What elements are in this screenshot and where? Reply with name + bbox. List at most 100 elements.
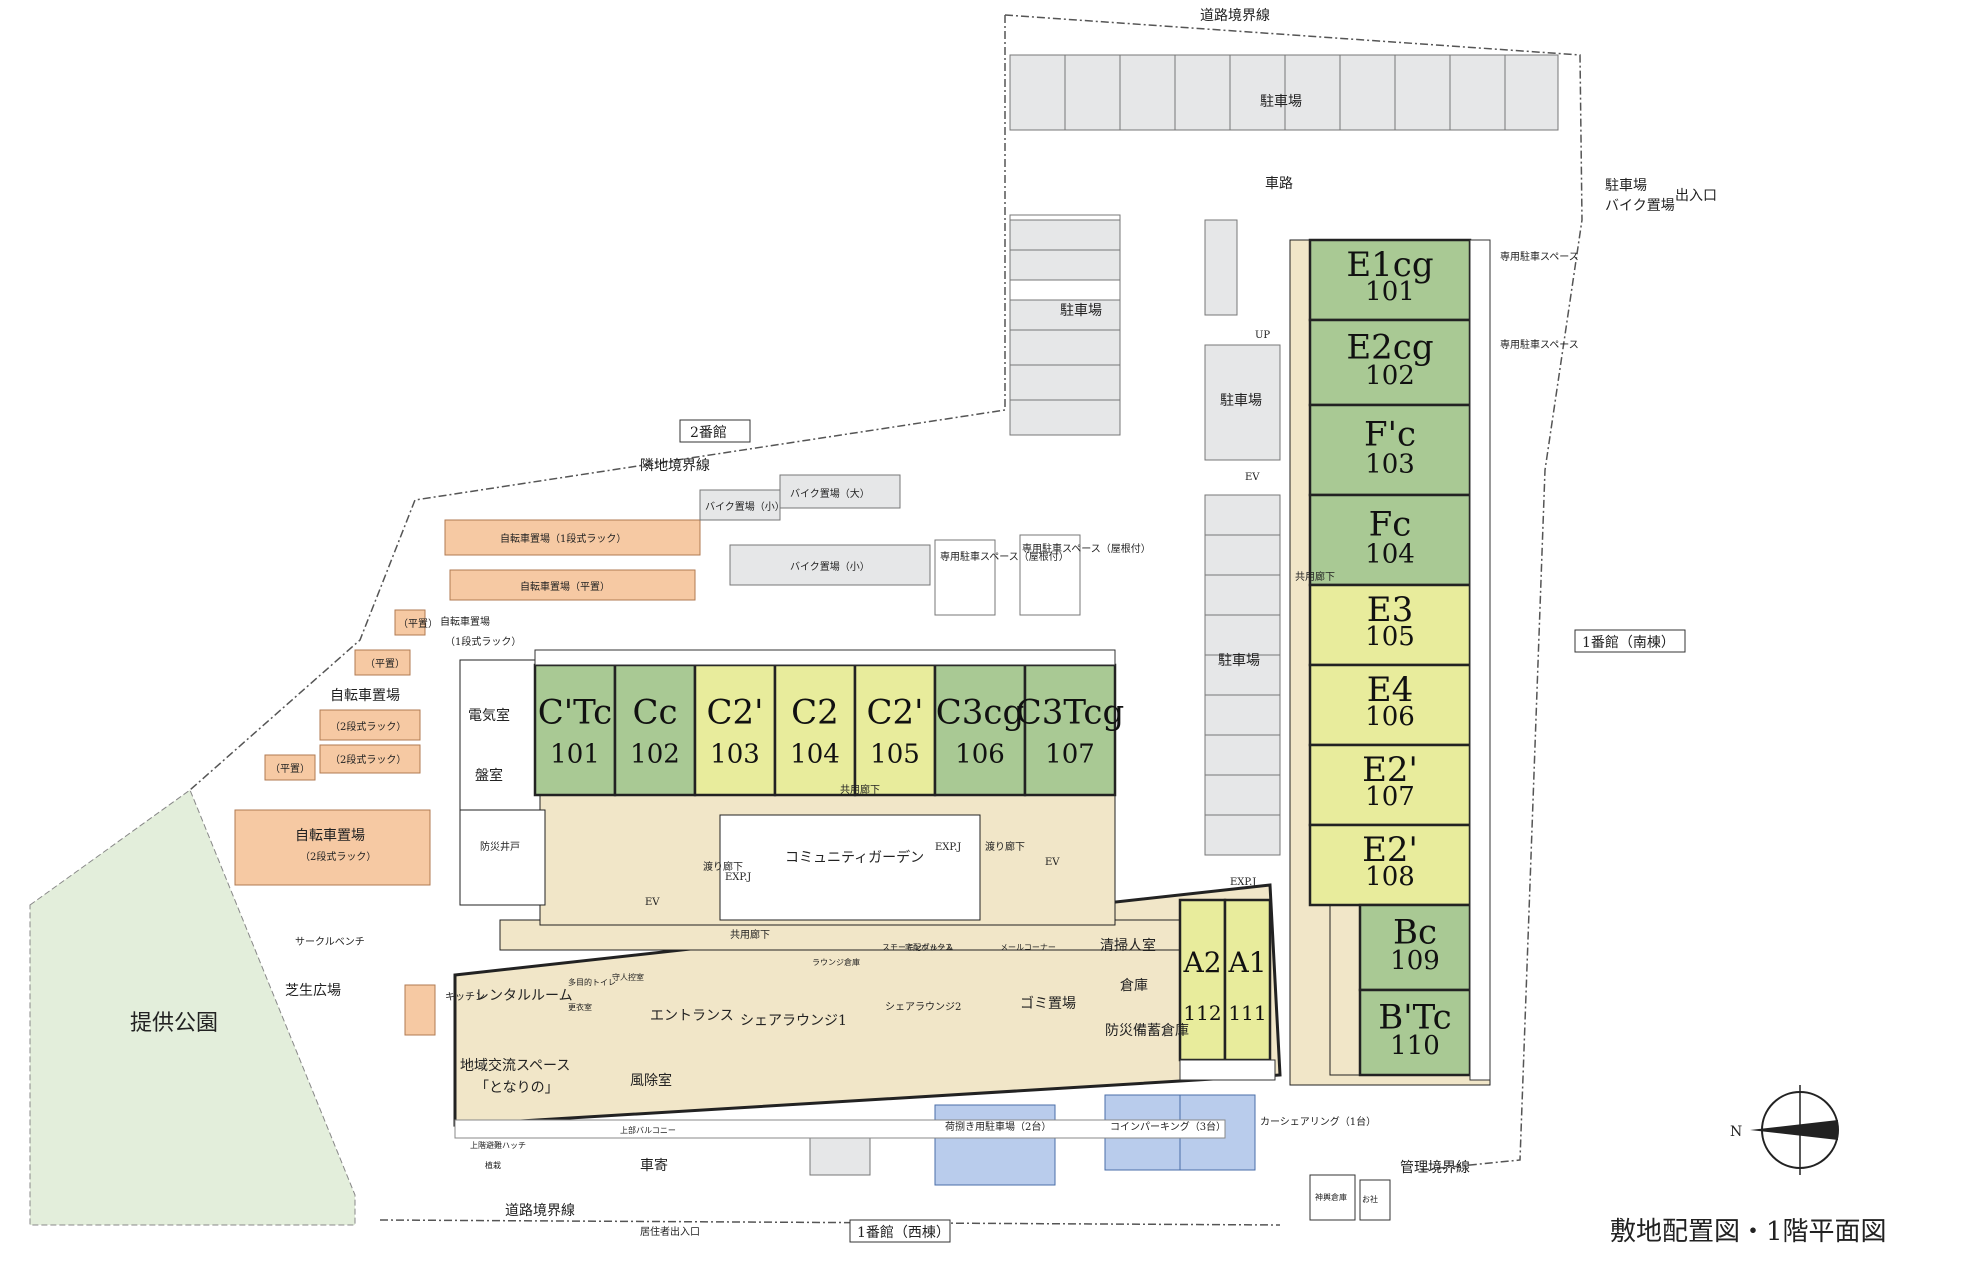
exp-j-2: EXP.J [935,842,961,853]
balconies [534,239,1491,1081]
rental-room-label: レンタルルーム [475,988,573,1004]
common-corridor-2: 共用廊下 [730,928,770,941]
resident-entrance-label: 居住者出入口 [640,1225,700,1238]
unit-box [533,663,617,797]
unit-box [1308,238,1472,322]
unit-box [1308,743,1472,827]
private-parking-roof-2: 専用駐車スペース（屋根付） [1022,542,1151,555]
unit-code: E3 [1367,590,1413,630]
unit-code: C2' [707,693,764,733]
bridge-1: 渡り廊下 [703,860,743,873]
smoking-label: スモーキングルーム [882,942,954,952]
unit-code: Fc [1369,505,1412,545]
unit-code: Cc [632,693,677,733]
bicycle-rack2-big-title: 自転車置場 [295,827,365,844]
bike-small-2-label: バイク置場（小） [790,560,870,573]
rack2-label-2: （2段式ラック） [330,753,406,766]
ev-2: EV [1045,857,1060,868]
entrance-label: エントランス [650,1008,734,1024]
changing-label: 更衣室 [568,1002,592,1012]
unit-number: 108 [1365,862,1415,892]
delivery-box-label: 宅配ボックス [905,942,953,952]
exp-j-1: EXP.J [725,872,751,883]
entrance-parking-label: 駐車場 [1605,177,1647,194]
unit-box [773,663,857,797]
unit-box [613,663,697,797]
car-stop-label: 車寄 [640,1157,668,1174]
unit-16: E2'108 [1308,823,1472,907]
lounge-storage-label: ラウンジ倉庫 [812,957,860,967]
unit-number: 107 [1365,782,1415,812]
unit-code: E2' [1362,750,1418,790]
unit-number: 111 [1228,1001,1266,1025]
compass-icon: N [1730,1085,1839,1175]
unit-number: 103 [1365,450,1415,480]
unit-code: E1cg [1346,245,1433,285]
unit-box [1223,898,1272,1062]
parking-side-label: 駐車場 [1220,392,1262,409]
unit-box [933,663,1027,797]
unit-code: C3cg [936,693,1024,733]
bike-areas [699,474,1081,616]
share-lounge2-label: シェアラウンジ2 [885,1001,961,1013]
common-corridor-3: 共用廊下 [1295,570,1335,583]
building2-label: 2番館 [690,424,727,441]
unit-code: C2 [791,693,839,733]
building1-south-label: 1番館（南棟） [1582,634,1675,651]
unit-7: A2 112 [1178,898,1227,1062]
building1-west-label: 1番館（西棟） [857,1224,950,1241]
private-parking-roof-1: 専用駐車スペース（屋根付） [940,550,1069,563]
bike-large-label: バイク置場（大） [790,487,870,500]
tonarino-label: 「となりの」 [475,1080,559,1096]
bridge-2: 渡り廊下 [985,840,1025,853]
flat-label-3: （平置） [270,763,310,775]
entrance-bike-label: バイク置場 [1605,198,1675,214]
bicycle-flat-label: 自転車置場（平置） [520,580,610,593]
small-shrine-label: お社 [1362,1194,1378,1204]
bicycle-label: 自転車置場 [440,615,490,628]
janitor-label: 守人控室 [612,972,644,982]
shrine-storage-label: 神輿倉庫 [1315,1192,1347,1202]
mgmt-line-label: 管理境界線 [1400,1160,1470,1176]
unit-box [1178,898,1227,1062]
page-title: 敷地配置図・1階平面図 [1610,1217,1887,1247]
entrance-io-label: 出入口 [1675,188,1717,204]
circle-bench-label: サークルベンチ [295,936,365,948]
rack2-label-1: （2段式ラック） [330,720,406,733]
units-layer: C'Tc101Cc102C2'103C2104C2'105C3cg106C3Tc… [533,238,1472,1077]
unit-box [1358,903,1472,992]
car-road-label: 車路 [1265,175,1293,192]
private-parking-2: 専用駐車スペース [1500,338,1579,351]
planting-label: 植栽 [485,1160,501,1170]
cleaner-room-label: 清掃人室 [1100,937,1156,954]
flat-label-2: （平置） [365,658,405,670]
unit-code: C'Tc [538,693,612,733]
wind-room-label: 風除室 [630,1072,672,1089]
parking-mid-label: 駐車場 [1060,302,1102,319]
coin-parking-label: コインパーキング（3台） [1110,1120,1226,1133]
unit-box [1308,583,1472,667]
bike-small-label: バイク置場（小） [705,500,785,513]
unit-code: E4 [1367,670,1413,710]
provided-park [29,789,356,1226]
unit-number: 112 [1183,1001,1221,1025]
community-garden-label: コミュニティガーデン [785,849,924,866]
unit-number: 105 [1365,622,1415,652]
ev-3: EV [1245,472,1260,483]
panel-room-label: 盤室 [475,767,503,784]
rack2-label-big: （2段式ラック） [300,850,376,863]
unit-code: A2 [1182,946,1221,979]
unit-code: E2cg [1346,327,1433,367]
unit-number: 110 [1390,1031,1440,1061]
unit-code: E2' [1362,830,1418,870]
ev-1: EV [645,897,660,908]
unit-number: 104 [790,740,840,770]
